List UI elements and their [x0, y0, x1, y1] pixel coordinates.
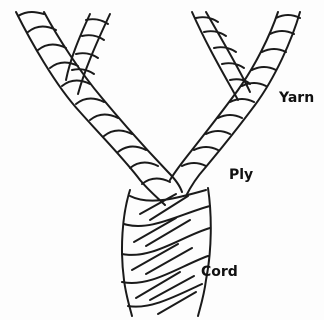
yarn-label: Yarn	[279, 91, 314, 105]
cord-label: Cord	[201, 265, 238, 279]
left-ply	[16, 12, 182, 205]
ply-label: Ply	[229, 168, 253, 182]
cord	[122, 188, 211, 316]
